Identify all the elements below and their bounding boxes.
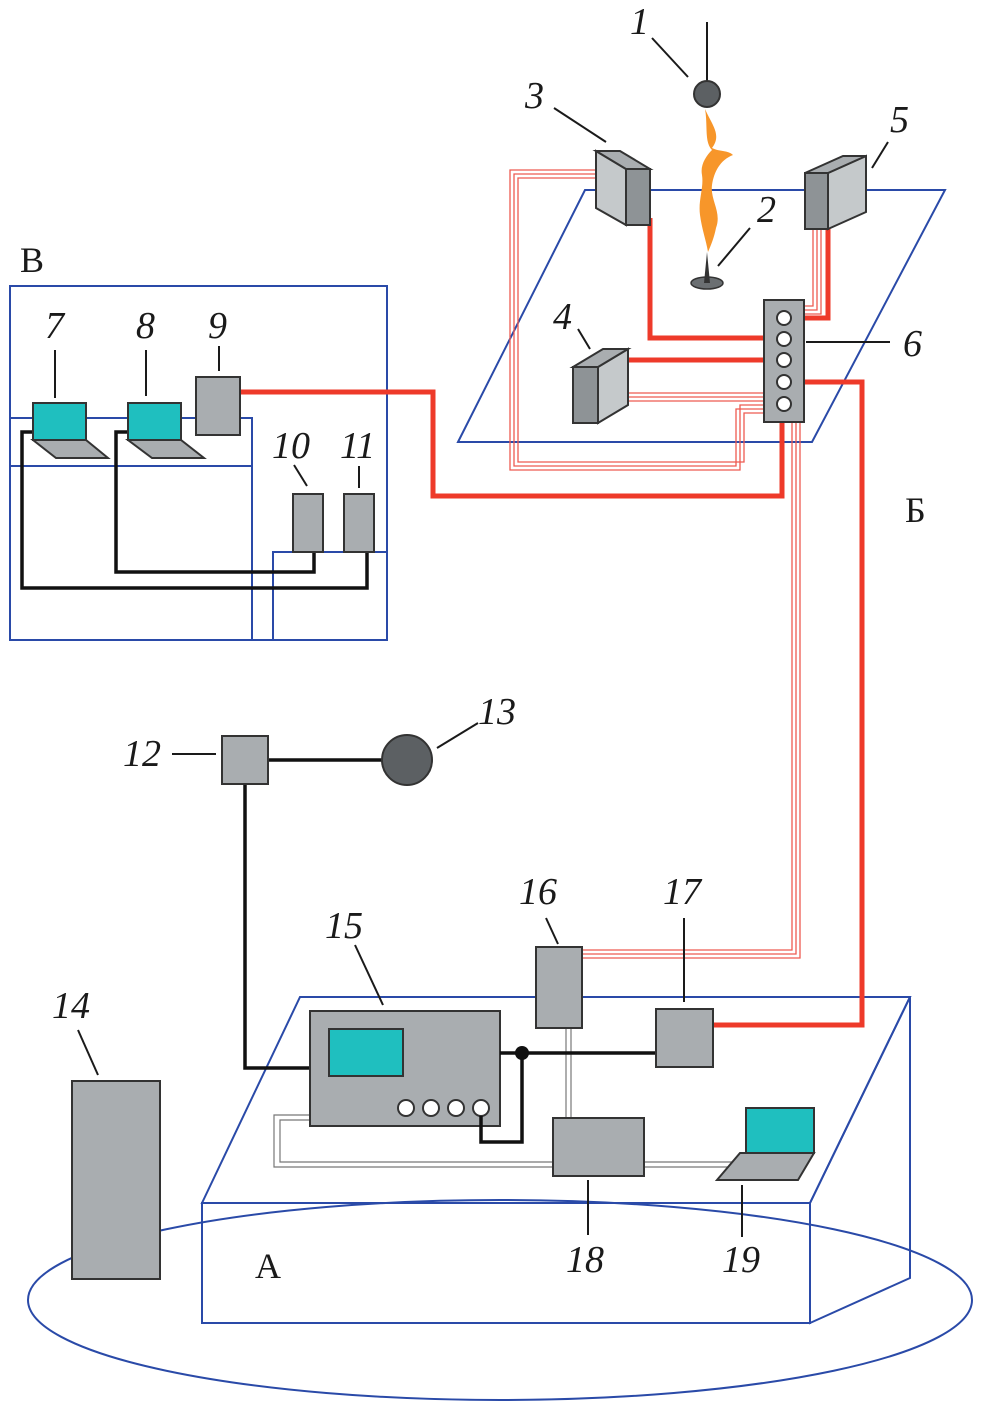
interface-cable-15-to-18-19	[273, 1114, 740, 1168]
multicore-cable-3-to-6	[509, 169, 768, 471]
device-5-sensor-box	[804, 154, 867, 231]
zone-a-label: А	[255, 1246, 281, 1286]
leader-4	[577, 328, 591, 350]
junction-port-2	[776, 331, 792, 347]
label-18: 18	[566, 1239, 604, 1281]
cable-7-to-11	[20, 430, 369, 590]
device-1-electrode	[693, 80, 721, 108]
zone-a-table-side	[809, 996, 911, 1325]
osc-knob-4	[472, 1099, 490, 1117]
osc-knob-1	[397, 1099, 415, 1117]
label-3: 3	[524, 75, 544, 117]
label-10: 10	[272, 425, 310, 467]
leader-14	[77, 1029, 99, 1076]
label-7: 7	[45, 305, 66, 347]
cable-15-probe	[479, 1053, 524, 1144]
device-7-laptop	[30, 402, 111, 459]
label-1: 1	[630, 1, 649, 43]
cable-junction-dot	[515, 1046, 529, 1060]
zone-c-rack	[272, 551, 388, 641]
leader-2	[717, 227, 751, 267]
junction-port-5	[776, 396, 792, 412]
label-19: 19	[722, 1239, 760, 1281]
device-8-laptop	[125, 402, 207, 459]
leader-13	[436, 722, 479, 749]
device-16-unit	[535, 946, 583, 1029]
label-12: 12	[123, 733, 161, 775]
leader-3	[553, 107, 607, 143]
zone-b-platform	[456, 189, 947, 443]
label-9: 9	[208, 305, 227, 347]
junction-port-3	[776, 352, 792, 368]
cable-3-to-6	[647, 218, 772, 341]
cable-8-to-10	[114, 430, 316, 574]
label-13: 13	[478, 691, 516, 733]
label-14: 14	[52, 985, 90, 1027]
label-6: 6	[903, 323, 922, 365]
device-3-sensor-box	[592, 149, 654, 227]
multicore-cable-5-to-6	[804, 228, 822, 315]
zone-b-label: Б	[905, 490, 926, 530]
label-17: 17	[663, 871, 703, 913]
junction-port-4	[776, 374, 792, 390]
label-15: 15	[325, 905, 363, 947]
device-10-unit	[292, 493, 324, 553]
osc-knob-2	[422, 1099, 440, 1117]
device-18-unit	[552, 1117, 645, 1177]
device-15-oscilloscope	[309, 1010, 501, 1127]
flame-discharge	[699, 109, 733, 252]
zone-a-table-top	[200, 996, 912, 1204]
label-5: 5	[890, 99, 909, 141]
interface-cable-16-to-18	[565, 1028, 572, 1118]
label-16: 16	[519, 871, 557, 913]
multicore-cable-4-to-6	[628, 392, 768, 402]
device-4-sensor-box	[569, 347, 632, 425]
label-8: 8	[136, 305, 155, 347]
cable-6-to-9	[238, 389, 785, 499]
label-11: 11	[340, 425, 375, 467]
cable-12-to-15	[243, 785, 310, 1070]
device-13-sensor	[381, 734, 433, 786]
device-9-converter	[195, 376, 241, 436]
device-11-unit	[343, 493, 375, 553]
leader-16	[545, 917, 559, 945]
device-2-burner-nozzle	[704, 252, 710, 283]
osc-knob-3	[447, 1099, 465, 1117]
device-19-laptop	[714, 1107, 816, 1181]
zone-c-label: В	[20, 240, 44, 280]
multicore-cable-6-to-16	[582, 422, 801, 959]
label-4: 4	[553, 296, 572, 338]
junction-port-1	[776, 310, 792, 326]
cable-5-to-6	[795, 228, 831, 321]
cable-6-to-17	[712, 379, 865, 1028]
device-14-cabinet	[71, 1080, 161, 1280]
device-12-unit	[221, 735, 269, 785]
zone-a-floor-ellipse	[27, 1199, 973, 1401]
zone-a-table-front	[201, 1202, 811, 1324]
leader-5	[871, 141, 889, 169]
leader-1	[651, 37, 689, 78]
leader-10	[293, 464, 308, 487]
leader-15	[354, 944, 384, 1006]
label-2: 2	[757, 189, 776, 231]
device-17-unit	[655, 1008, 714, 1068]
